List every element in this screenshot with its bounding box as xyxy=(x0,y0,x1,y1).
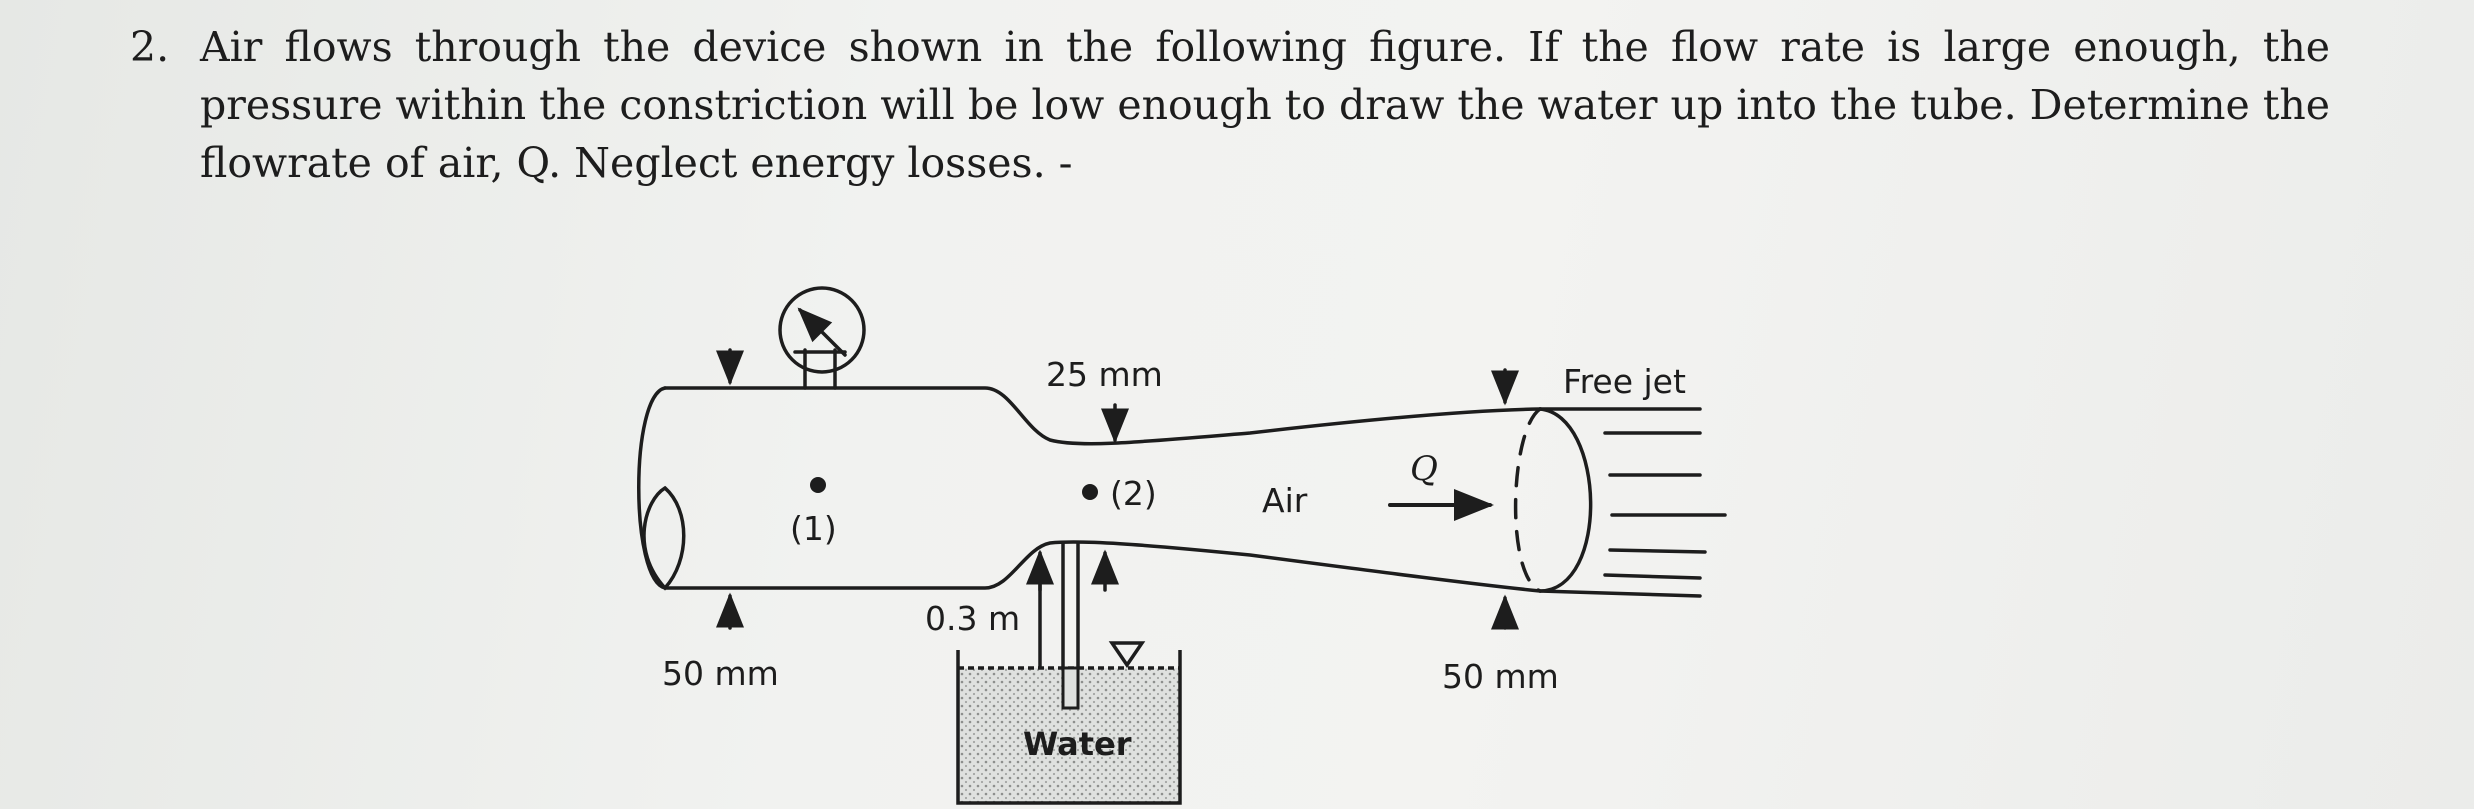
point-1-marker xyxy=(810,477,826,493)
inlet-diameter-label: 50 mm xyxy=(662,654,779,693)
jet-line xyxy=(1608,548,1707,554)
pressure-gauge xyxy=(778,286,866,374)
pipe-left-end xyxy=(637,386,667,590)
air-label: Air xyxy=(1262,481,1308,520)
pipe-bottom-wall xyxy=(663,540,1702,598)
tube-height-label: 0.3 m xyxy=(925,599,1020,638)
point-2-label: (2) xyxy=(1110,474,1157,513)
outlet-plane xyxy=(1513,407,1542,593)
problem-statement: 2. Air flows through the device shown in… xyxy=(130,18,2330,192)
free-jet-label: Free jet xyxy=(1563,362,1686,401)
pipe-top-wall xyxy=(663,386,1702,446)
water-label: Water xyxy=(1023,725,1132,763)
free-surface-symbol xyxy=(1108,641,1146,669)
problem-number: 2. xyxy=(130,23,170,71)
point-1-label: (1) xyxy=(790,509,837,548)
gauge-needle xyxy=(797,307,847,357)
jet-line xyxy=(1603,573,1702,580)
inlet-section xyxy=(642,485,686,591)
throat-diameter-label: 25 mm xyxy=(1046,355,1163,394)
flow-q-label: Q xyxy=(1410,449,1438,489)
outlet-diameter-label: 50 mm xyxy=(1442,657,1559,696)
outlet-end xyxy=(1538,407,1593,593)
problem-text: Air flows through the device shown in th… xyxy=(200,23,2330,187)
water-tank xyxy=(956,650,1182,805)
point-2-marker xyxy=(1082,484,1098,500)
tube-in-water xyxy=(1061,666,1080,710)
